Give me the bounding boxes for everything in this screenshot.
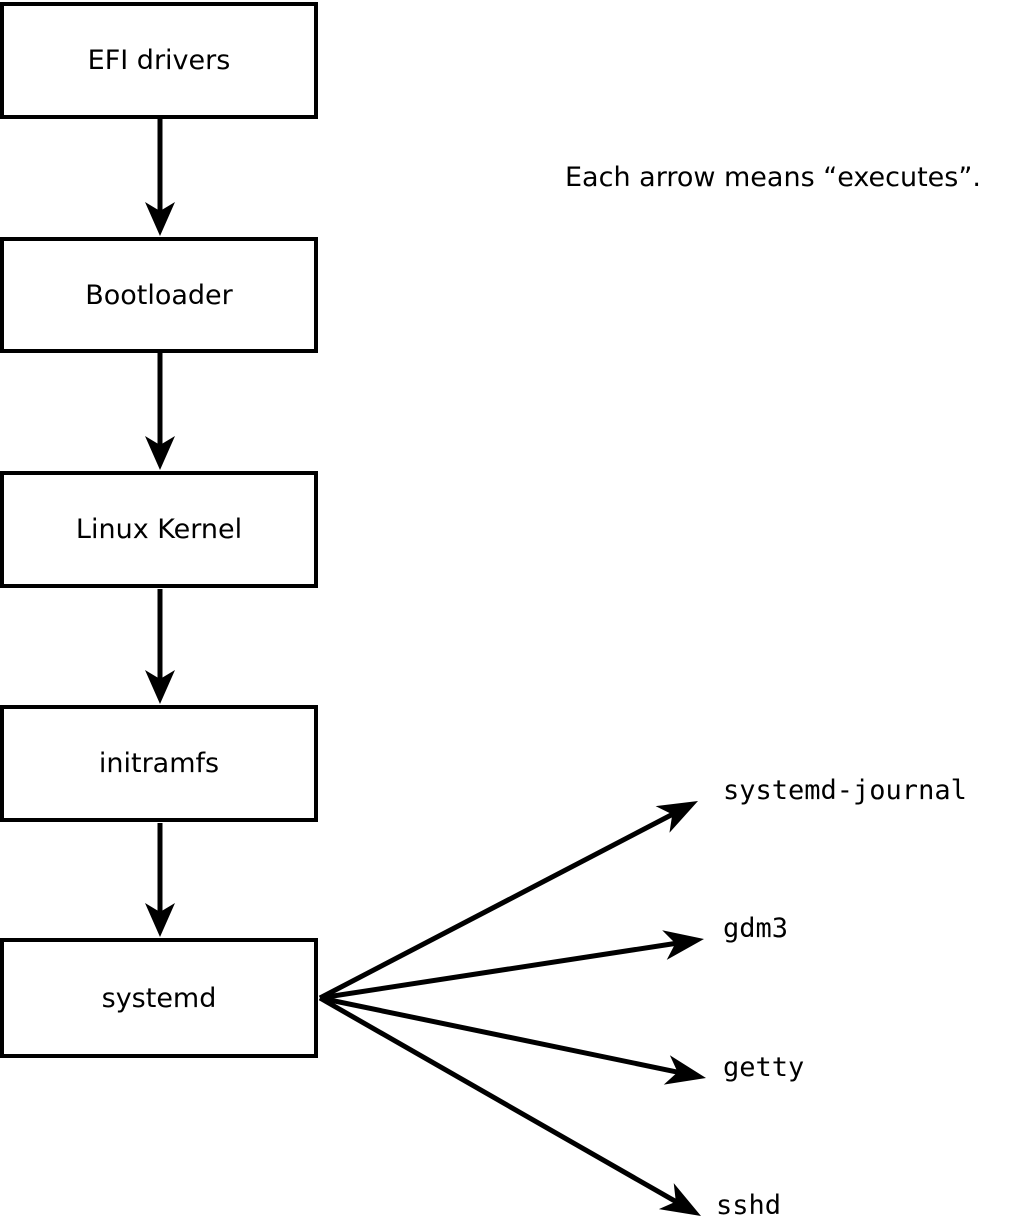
chain-arrowhead-initramfs-to-systemd [145, 903, 175, 937]
fan-arrow-line-sshd [318, 995, 679, 1205]
chain-arrowhead-efi-drivers-to-bootloader [145, 202, 175, 236]
vertical-arrow-group [145, 119, 175, 937]
fan-arrowhead-getty [663, 1055, 706, 1085]
leaf-label-getty: getty [723, 1052, 805, 1083]
fan-arrowhead-gdm3 [662, 930, 704, 960]
annotation-text: Each arrow means “executes”. [565, 162, 981, 193]
node-box-systemd: systemd [0, 938, 318, 1058]
chain-arrowhead-bootloader-to-linux-kernel [145, 436, 175, 470]
node-box-linux-kernel: Linux Kernel [0, 471, 318, 588]
fan-arrowhead-sshd [658, 1183, 701, 1216]
fan-arrow-group [318, 801, 706, 1216]
chain-arrowhead-linux-kernel-to-initramfs [145, 670, 175, 704]
fan-arrow-line-systemd-journal [318, 811, 676, 1001]
node-box-efi-drivers: EFI drivers [0, 2, 318, 119]
node-label-linux-kernel: Linux Kernel [75, 514, 243, 545]
fan-arrowhead-systemd-journal [655, 801, 698, 833]
node-label-systemd: systemd [101, 982, 217, 1014]
node-label-initramfs: initramfs [98, 748, 220, 779]
fan-arrow-line-gdm3 [319, 940, 678, 1001]
leaf-label-sshd: sshd [716, 1190, 782, 1221]
leaf-label-gdm3: gdm3 [723, 913, 789, 944]
leaf-label-systemd-journal: systemd-journal [723, 775, 967, 806]
node-label-bootloader: Bootloader [85, 279, 233, 311]
fan-arrow-line-getty [319, 995, 681, 1075]
node-box-initramfs: initramfs [0, 705, 318, 822]
node-box-bootloader: Bootloader [0, 237, 318, 353]
node-label-efi-drivers: EFI drivers [87, 45, 231, 76]
